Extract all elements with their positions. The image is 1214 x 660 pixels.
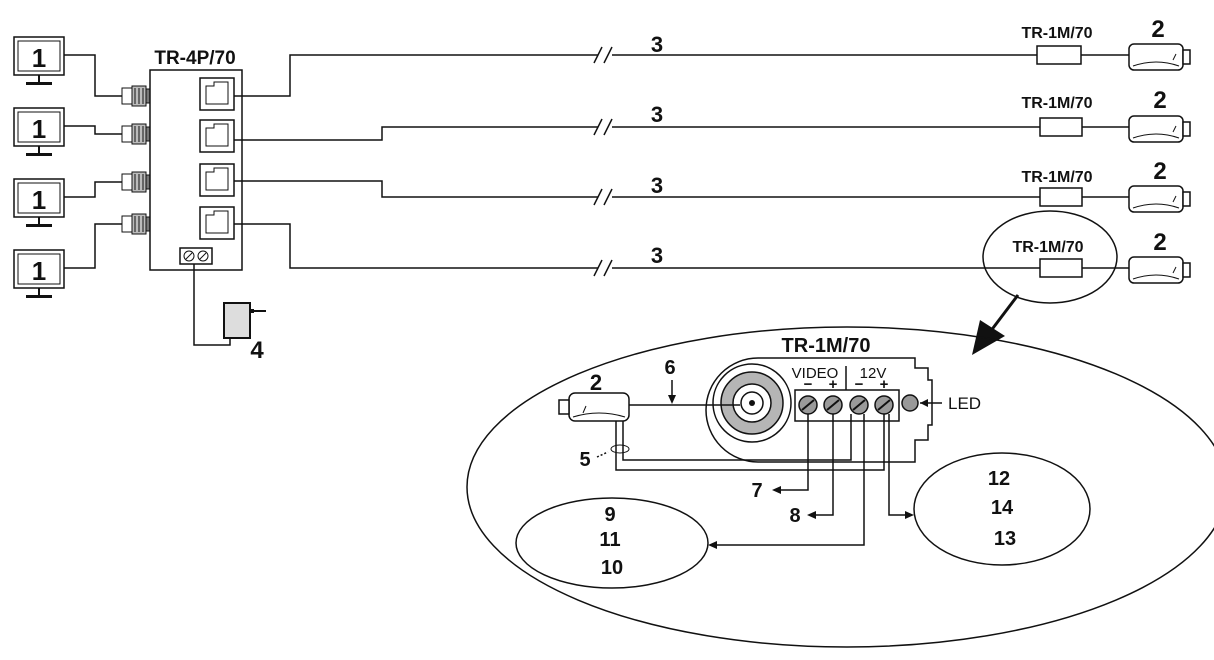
leader-line — [780, 414, 809, 491]
bnc-socket — [712, 363, 792, 443]
detail-camera-number: 2 — [590, 370, 602, 395]
receiver-label: TR-1M/70 — [1012, 239, 1083, 256]
led-indicator — [901, 394, 919, 412]
power-cable — [193, 264, 231, 346]
break-mark — [593, 46, 613, 277]
twisted-pair-line — [234, 54, 598, 97]
ground-wire — [622, 414, 852, 461]
camera-number: 2 — [1151, 16, 1164, 43]
bnc-connector — [121, 171, 151, 193]
detail-camera — [558, 392, 630, 422]
power-terminal — [179, 247, 213, 265]
monitor-number: 1 — [32, 185, 46, 215]
callout-number: 8 — [789, 505, 800, 527]
twisted-pair-line — [234, 180, 598, 198]
monitor-cable — [64, 181, 122, 198]
leader-line — [888, 414, 906, 516]
camera — [1128, 256, 1191, 284]
led-label: LED — [948, 394, 981, 413]
monitor-3: 1 — [13, 178, 65, 228]
receiver-detail — [705, 357, 933, 463]
monitor-1: 1 — [13, 36, 65, 86]
monitor-number: 1 — [32, 43, 46, 73]
camera-number: 2 — [1153, 87, 1166, 114]
monitor-cable — [64, 125, 122, 135]
screw-terminal — [823, 395, 843, 415]
twisted-pair-line — [234, 126, 598, 141]
rj45-port — [199, 163, 235, 197]
monitor-2: 1 — [13, 107, 65, 157]
group-number: 10 — [601, 557, 623, 579]
group-number: 13 — [994, 528, 1016, 550]
twisted-pair-line — [234, 223, 598, 269]
power-12v-label: 12V — [860, 365, 887, 382]
ground-number: 5 — [579, 449, 590, 471]
bnc-connector — [121, 213, 151, 235]
arrow-icon — [972, 320, 1005, 355]
receiver-label: TR-1M/70 — [1021, 95, 1092, 112]
cable-number: 3 — [651, 32, 663, 57]
screw-terminal — [874, 395, 894, 415]
cable-number: 3 — [651, 102, 663, 127]
main-unit: TR-4P/70 — [149, 48, 243, 271]
main-unit-label: TR-4P/70 — [154, 48, 235, 69]
bnc-connector — [121, 123, 151, 145]
group-number: 9 — [604, 504, 615, 526]
leader-line — [716, 414, 865, 546]
camera — [1128, 115, 1191, 143]
video-label: VIDEO — [792, 365, 839, 382]
screw-terminal — [798, 395, 818, 415]
power-adapter-number: 4 — [250, 337, 264, 364]
receiver-box — [1039, 258, 1083, 278]
coax-number: 6 — [664, 357, 675, 379]
plus-sign: + — [829, 376, 838, 393]
monitor-number: 1 — [32, 256, 46, 286]
rj45-port — [199, 206, 235, 240]
minus-sign: − — [855, 376, 864, 393]
group-number: 11 — [599, 529, 620, 551]
group-number: 14 — [991, 497, 1014, 519]
rj45-port — [199, 77, 235, 111]
receiver-box — [1039, 117, 1083, 137]
detail-title: TR-1M/70 — [782, 335, 871, 357]
cable-number: 3 — [651, 243, 663, 268]
monitor-cable — [64, 54, 122, 97]
receiver-box — [1039, 187, 1083, 207]
group-number: 12 — [988, 468, 1010, 490]
plus-sign: + — [880, 376, 889, 393]
camera-number: 2 — [1153, 229, 1166, 256]
left-group-ellipse — [515, 497, 709, 589]
monitor-number: 1 — [32, 114, 46, 144]
right-group-ellipse — [913, 452, 1091, 566]
detail-ellipse — [466, 326, 1214, 648]
cable-number: 3 — [651, 173, 663, 198]
camera — [1128, 185, 1191, 213]
callout-number: 7 — [751, 480, 762, 502]
bnc-connector — [121, 85, 151, 107]
rj45-port — [199, 119, 235, 153]
ground-loop — [610, 444, 630, 454]
camera — [1128, 43, 1191, 71]
screw-terminal — [849, 395, 869, 415]
receiver-box — [1036, 45, 1082, 65]
camera-number: 2 — [1153, 158, 1166, 185]
power-adapter — [223, 302, 266, 339]
minus-sign: − — [804, 376, 813, 393]
leader-line — [815, 414, 834, 516]
receiver-label: TR-1M/70 — [1021, 169, 1092, 186]
monitor-4: 1 — [13, 249, 65, 299]
monitor-cable — [64, 223, 122, 269]
receiver-label: TR-1M/70 — [1021, 25, 1092, 42]
highlight-ellipse — [982, 210, 1118, 304]
